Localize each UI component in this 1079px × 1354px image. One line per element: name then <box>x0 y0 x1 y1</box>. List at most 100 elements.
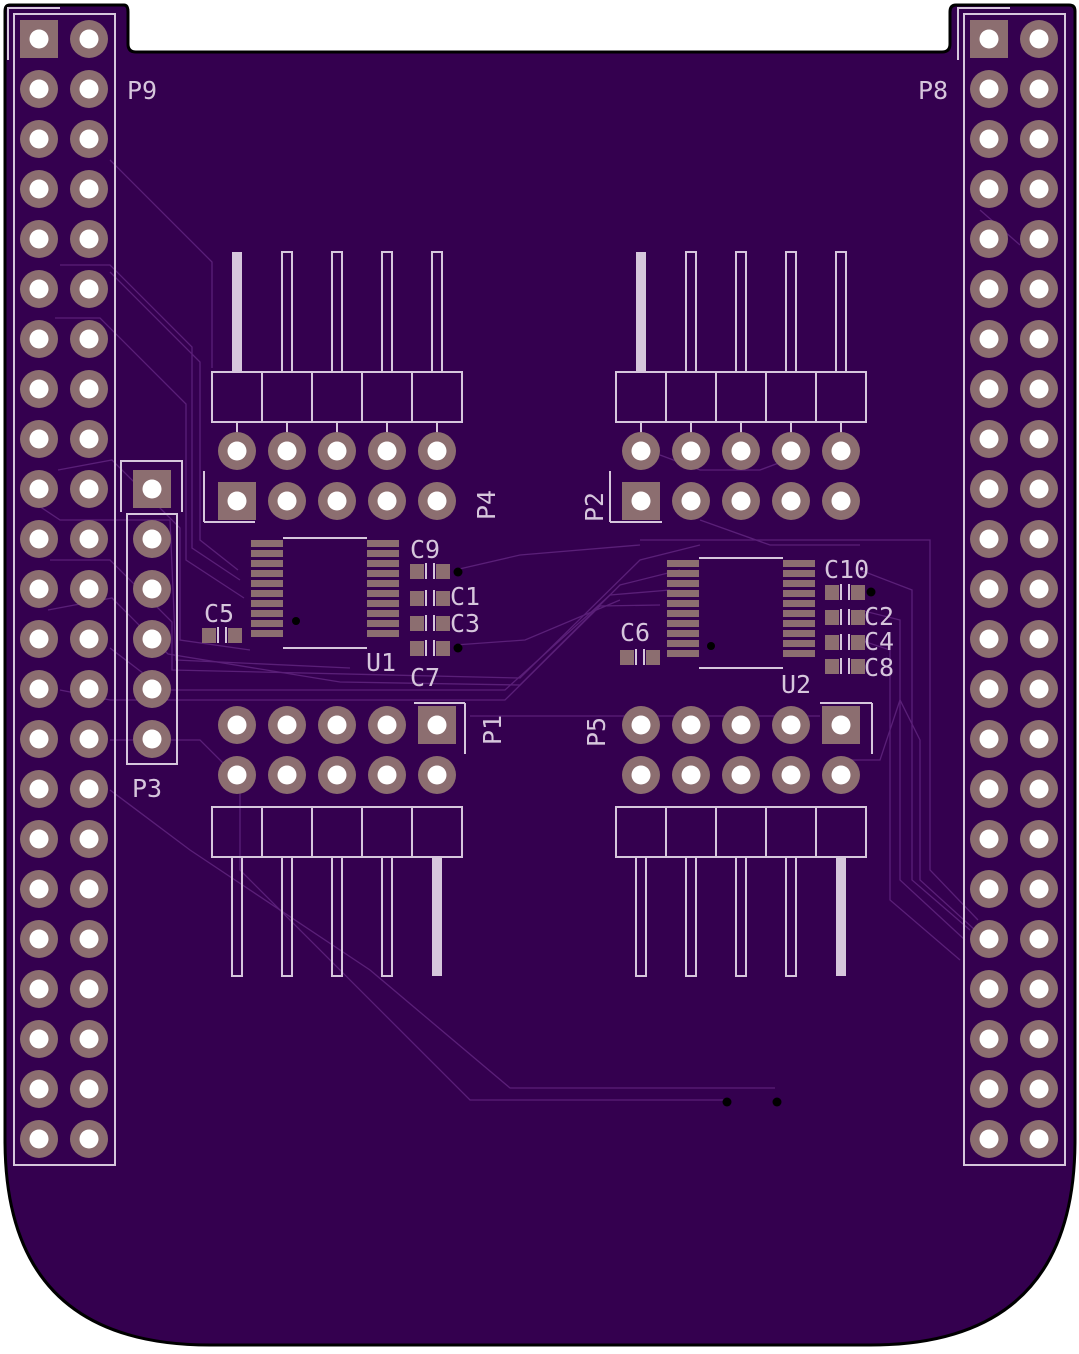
drill-hole <box>29 679 49 699</box>
drill-hole <box>631 491 651 511</box>
label-p5: P5 <box>582 717 611 747</box>
u2-pin1-dot <box>707 642 715 650</box>
c5-pad <box>202 628 216 643</box>
drill-hole <box>227 715 247 735</box>
drill-hole <box>79 79 99 99</box>
drill-hole <box>681 765 701 785</box>
drill-hole <box>979 229 999 249</box>
drill-hole <box>142 679 162 699</box>
drill-hole <box>1029 1079 1049 1099</box>
drill-hole <box>979 179 999 199</box>
drill-hole <box>79 279 99 299</box>
drill-hole <box>731 491 751 511</box>
pin-1-marker <box>432 857 442 976</box>
u1-pad <box>251 610 283 617</box>
header-pin <box>331 856 343 977</box>
drill-hole <box>29 929 49 949</box>
header-pin-lines <box>211 251 867 977</box>
drill-hole <box>79 479 99 499</box>
drill-hole <box>29 379 49 399</box>
drill-hole <box>427 715 447 735</box>
drill-hole <box>79 1029 99 1049</box>
drill-hole <box>1029 929 1049 949</box>
drill-hole <box>1029 229 1049 249</box>
c10-pad <box>825 585 839 600</box>
drill-hole <box>979 1079 999 1099</box>
label-c9: C9 <box>410 535 440 564</box>
u1-pad <box>251 560 283 567</box>
drill-hole <box>79 429 99 449</box>
drill-hole <box>79 129 99 149</box>
c8-pad <box>825 659 839 674</box>
u1-pad <box>367 590 399 597</box>
header-pin <box>785 856 797 977</box>
drill-hole <box>29 1129 49 1149</box>
drill-hole <box>29 779 49 799</box>
drill-hole <box>277 491 297 511</box>
u1-pad <box>367 610 399 617</box>
via <box>453 643 463 653</box>
drill-hole <box>979 329 999 349</box>
u1-pad <box>367 560 399 567</box>
drill-hole <box>1029 829 1049 849</box>
header-pin <box>331 251 343 373</box>
header-pin <box>381 251 393 373</box>
drill-hole <box>29 979 49 999</box>
drill-hole <box>377 441 397 461</box>
drill-hole <box>142 529 162 549</box>
label-c6: C6 <box>620 618 650 647</box>
drill-hole <box>1029 429 1049 449</box>
u2-pad <box>667 630 699 637</box>
label-p9: P9 <box>127 76 157 105</box>
drill-hole <box>227 765 247 785</box>
board-outline <box>3 3 1077 1347</box>
drill-hole <box>79 629 99 649</box>
label-p2: P2 <box>580 492 609 522</box>
drill-hole <box>29 1029 49 1049</box>
drill-hole <box>29 479 49 499</box>
drill-hole <box>979 829 999 849</box>
label-p4: P4 <box>472 490 501 520</box>
header-pin <box>785 251 797 373</box>
drill-hole <box>1029 79 1049 99</box>
drill-hole <box>1029 679 1049 699</box>
pin-1-marker <box>232 252 242 372</box>
c8-pad <box>851 659 865 674</box>
drill-hole <box>79 929 99 949</box>
c7-pad <box>410 641 424 656</box>
u2-pad <box>667 580 699 587</box>
drill-hole <box>1029 1129 1049 1149</box>
drill-hole <box>327 491 347 511</box>
drill-hole <box>79 229 99 249</box>
u2-pad <box>783 560 815 567</box>
u2-pad <box>783 620 815 627</box>
drill-hole <box>277 715 297 735</box>
c1-pad <box>410 591 424 606</box>
drill-hole <box>1029 879 1049 899</box>
u2-pad <box>783 580 815 587</box>
drill-hole <box>1029 29 1049 49</box>
c9-pad <box>410 564 424 579</box>
u1-pad <box>367 580 399 587</box>
u1-pad <box>251 540 283 547</box>
silkscreen <box>7 7 1066 1166</box>
u2-pad <box>783 570 815 577</box>
header-pin <box>685 856 697 977</box>
header-pin <box>381 856 393 977</box>
drill-hole <box>979 79 999 99</box>
label-c1: C1 <box>450 582 480 611</box>
drill-hole <box>1029 979 1049 999</box>
label-c7: C7 <box>410 663 440 692</box>
drill-hole <box>979 1129 999 1149</box>
label-c5: C5 <box>204 599 234 628</box>
drill-hole <box>427 441 447 461</box>
drill-hole <box>831 765 851 785</box>
u2-pad <box>667 570 699 577</box>
header-pin <box>835 251 847 373</box>
drill-hole <box>29 529 49 549</box>
drill-hole <box>979 479 999 499</box>
u1-pad <box>251 630 283 637</box>
u2-pad <box>783 640 815 647</box>
u2-pad <box>667 650 699 657</box>
drill-hole <box>631 765 651 785</box>
